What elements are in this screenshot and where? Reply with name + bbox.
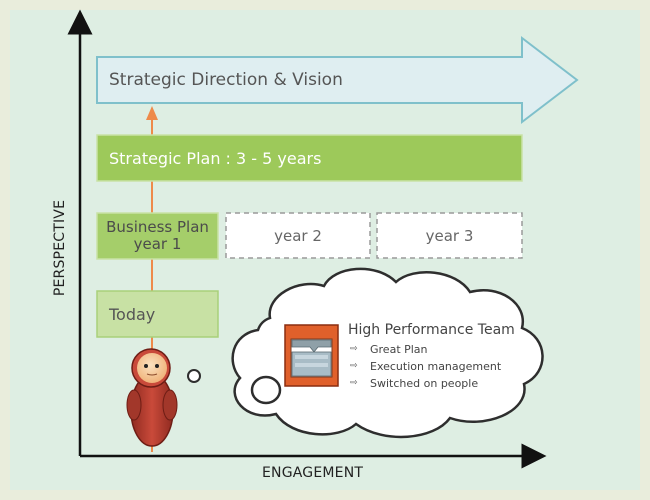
today-label: Today xyxy=(109,304,156,324)
arrow-right-icon: ⇨ xyxy=(350,344,358,354)
x-axis-label: ENGAGEMENT xyxy=(262,465,364,481)
thought-bubble-large xyxy=(250,375,282,405)
thought-bullet-list: ⇨Great Plan ⇨Execution management ⇨Switc… xyxy=(350,341,501,392)
business-plan-line1: Business Plan xyxy=(106,218,209,236)
vision-arrow xyxy=(96,35,579,125)
year-3-box xyxy=(376,212,523,259)
arrow-right-icon: ⇨ xyxy=(350,378,358,388)
timeline-arrowhead xyxy=(146,106,158,120)
year-3-label: year 3 xyxy=(425,226,474,245)
y-axis-label: PERSPECTIVE xyxy=(52,199,68,297)
year-2-box xyxy=(225,212,371,259)
business-plan-label: Business Plan year 1 xyxy=(97,213,218,259)
thought-title: High Performance Team xyxy=(348,322,515,338)
vision-label: Strategic Direction & Vision xyxy=(109,70,343,90)
person-figure-icon xyxy=(126,348,178,447)
year-2-label: year 2 xyxy=(274,226,322,245)
thought-cloud xyxy=(231,267,544,439)
thought-bubble-small xyxy=(187,369,201,383)
planner-board-icon xyxy=(284,324,339,387)
business-plan-box xyxy=(96,212,219,260)
list-item: ⇨Great Plan xyxy=(350,343,428,356)
list-item: ⇨Execution management xyxy=(350,360,502,373)
strategic-plan-box xyxy=(96,134,523,182)
today-box xyxy=(96,290,219,338)
arrow-right-icon: ⇨ xyxy=(350,361,358,371)
list-item: ⇨Switched on people xyxy=(350,377,479,390)
strategic-plan-label: Strategic Plan : 3 - 5 years xyxy=(109,148,322,168)
business-plan-line2: year 1 xyxy=(133,235,182,253)
